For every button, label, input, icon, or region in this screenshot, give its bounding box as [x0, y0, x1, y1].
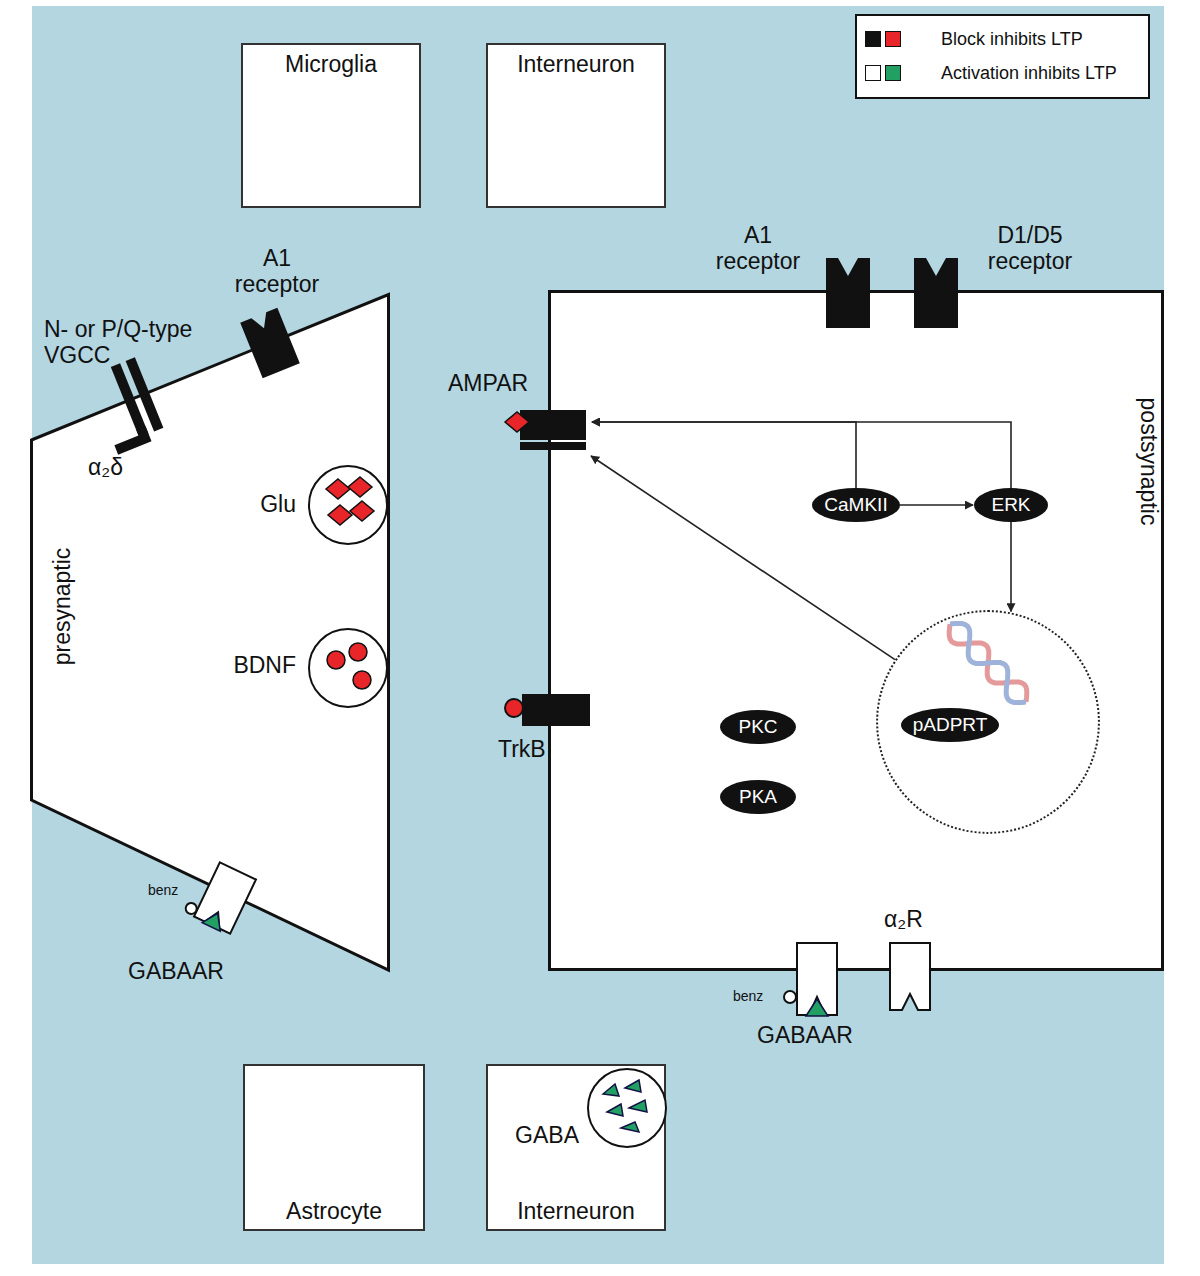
part-label: D1/D5 receptor [975, 222, 1085, 275]
legend-text: Block inhibits LTP [941, 29, 1083, 50]
node-label: Interneuron [488, 1198, 664, 1225]
vesicle: BDNF [308, 628, 388, 708]
signal-arrow [592, 422, 856, 488]
pill-text: PKC [738, 716, 777, 737]
legend-swatch [865, 31, 881, 47]
kinase-pill: PKA [720, 780, 796, 814]
pill-text: CaMKII [824, 494, 887, 515]
node-label: GABA [515, 1122, 579, 1149]
pill-text: ERK [991, 494, 1030, 515]
legend-swatch [865, 65, 881, 81]
node-label: Microglia [243, 51, 419, 78]
pill-text: PKA [739, 786, 777, 807]
legend-text: Activation inhibits LTP [941, 63, 1117, 84]
part-label: α₂R [884, 906, 923, 932]
cell-box: Interneuron [486, 43, 666, 208]
vesicle: GABA [587, 1068, 667, 1148]
cell-box: Microglia [241, 43, 421, 208]
part-label: TrkB [498, 736, 546, 762]
part-label: GABAAR [757, 1022, 853, 1048]
ampa-receptor: AMPAR [518, 408, 588, 452]
postsynaptic-cell: postsynapticAMPARCaMKIIERKpADPRTPKCPKA [548, 290, 1164, 971]
node-label: Interneuron [488, 51, 664, 78]
part-label: benz [733, 988, 763, 1004]
node-label: Glu [260, 491, 296, 518]
kinase-pill: CaMKII [812, 488, 900, 522]
node-label: postsynaptic [1135, 382, 1162, 542]
presynaptic-terminal: presynaptic GluBDNF [30, 293, 390, 972]
enzyme-pill: pADPRT [901, 708, 1000, 742]
part-label: α₂δ [88, 454, 123, 480]
legend-row: Activation inhibits LTP [865, 64, 1140, 84]
vesicle: Glu [308, 465, 388, 545]
nucleus: pADPRT [876, 610, 1100, 834]
node-label: BDNF [233, 652, 296, 679]
part-label: A1 receptor [703, 222, 813, 275]
signal-arrow [1010, 522, 1012, 611]
part-label: GABAAR [128, 958, 224, 984]
kinase-pill: PKC [720, 710, 796, 744]
part-label: benz [148, 882, 178, 898]
cell-box: Interneuron GABA [486, 1064, 666, 1231]
part-label: A1 receptor [222, 245, 332, 298]
legend-row: Block inhibits LTP [865, 30, 1140, 50]
kinase-pill: ERK [974, 488, 1048, 522]
legend-swatch [885, 31, 901, 47]
legend-box: Block inhibits LTP Activation inhibits LT… [855, 14, 1150, 99]
node-label: presynaptic [49, 537, 76, 677]
node-label: Astrocyte [245, 1198, 423, 1225]
part-label: N- or P/Q-type VGCC [44, 316, 234, 369]
node-label: AMPAR [448, 370, 528, 397]
signal-arrow [591, 456, 895, 660]
cell-box: Astrocyte [243, 1064, 425, 1231]
legend-swatch [885, 65, 901, 81]
signal-arrow [900, 504, 973, 506]
signal-arrow [592, 422, 1011, 488]
